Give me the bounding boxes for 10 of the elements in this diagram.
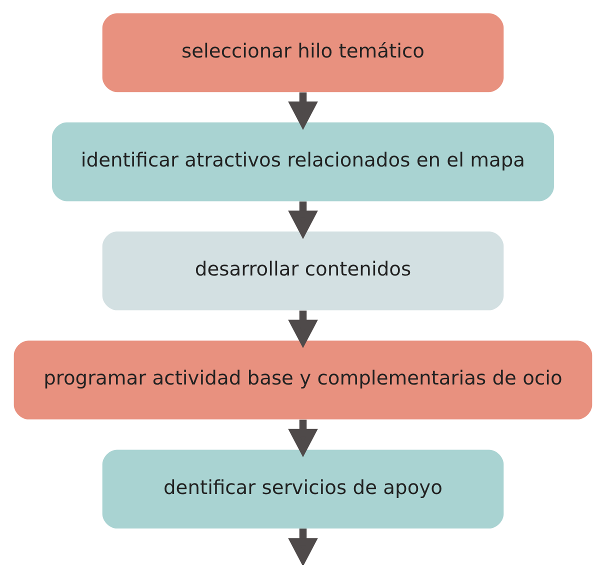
node-box: dentificar servicios de apoyo — [102, 450, 504, 529]
node-box: identificar atractivos relacionados en el mapa — [52, 122, 554, 202]
arrow — [288, 420, 318, 458]
node-box: seleccionar hilo temático — [102, 13, 504, 92]
node-box: desarrollar contenidos — [102, 232, 504, 310]
node-box: programar actividad base y complementarias de ocio — [14, 340, 592, 420]
arrow — [288, 92, 318, 130]
arrow — [288, 310, 318, 348]
arrow — [288, 202, 318, 240]
arrow — [288, 528, 318, 565]
